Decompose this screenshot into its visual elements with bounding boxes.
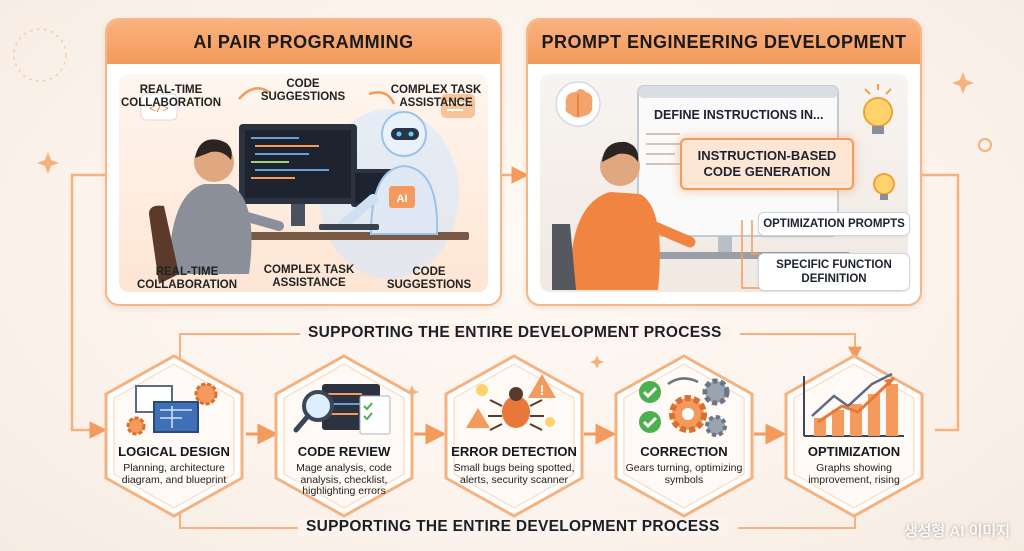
step-correction: CORRECTION Gears turning, optimizing symb…: [610, 352, 758, 520]
watermark: 생성형 AI 이미지: [903, 523, 1010, 540]
step-optimization: OPTIMIZATION Graphs showing improvement, …: [780, 352, 928, 520]
step-logical-design: LOGICAL DESIGN Planning, architecture dia…: [100, 352, 248, 520]
pair-programming-illustration: AI </>: [140, 87, 475, 284]
step-description: Small bugs being spotted, alerts, securi…: [453, 462, 575, 486]
step-title: CORRECTION: [640, 444, 728, 459]
step-title: OPTIMIZATION: [807, 444, 901, 459]
step-title: ERROR DETECTION: [451, 444, 577, 459]
svg-text:!: !: [540, 382, 545, 398]
step-error-detection: ! ERROR DETECTION Small bugs being spotted…: [440, 352, 588, 520]
step-title: CODE REVIEW: [297, 444, 391, 459]
screen-define-instructions: DEFINE INSTRUCTIONS IN...: [654, 108, 824, 122]
error-detection-icon: !: [466, 374, 556, 431]
label-realtime-collab-bottom: REAL-TIME COLLABORATION: [136, 266, 238, 291]
robot-ai-badge: AI: [397, 193, 408, 205]
label-code-suggestions-bottom: CODE SUGGESTIONS: [386, 266, 472, 291]
tag-optimization-prompts: OPTIMIZATION PROMPTS: [758, 212, 910, 236]
step-description: Planning, architecture diagram, and blue…: [121, 462, 227, 486]
hexagon-frame: [444, 354, 584, 518]
step-description: Gears turning, optimizing symbols: [625, 462, 743, 486]
label-complex-task-bottom: COMPLEX TASK ASSISTANCE: [263, 264, 355, 289]
banner-top: SUPPORTING THE ENTIRE DEVELOPMENT PROCES…: [300, 324, 730, 342]
ai-pair-programming-title: AI PAIR PROGRAMMING: [107, 20, 500, 64]
step-description: Graphs showing improvement, rising: [808, 462, 900, 486]
tag-specific-function: SPECIFIC FUNCTION DEFINITION: [758, 253, 910, 291]
banner-bottom: SUPPORTING THE ENTIRE DEVELOPMENT PROCES…: [298, 518, 728, 536]
svg-text:</>: </>: [149, 104, 169, 116]
prompt-engineering-title: PROMPT ENGINEERING DEVELOPMENT: [528, 20, 920, 64]
label-code-suggestions-top: CODE SUGGESTIONS: [260, 78, 346, 103]
step-title: LOGICAL DESIGN: [118, 444, 230, 459]
step-code-review: CODE REVIEW Mage analysis, code analysis,…: [270, 352, 418, 520]
correction-icon: [639, 377, 730, 437]
label-complex-task-top: COMPLEX TASK ASSISTANCE: [390, 84, 482, 109]
label-realtime-collab-top: REAL-TIME COLLABORATION: [120, 84, 222, 109]
optimization-icon: [803, 372, 904, 437]
tag-instruction-based-codegen: INSTRUCTION-BASED CODE GENERATION: [680, 138, 854, 190]
prompt-engineering-panel: PROMPT ENGINEERING DEVELOPMENT: [526, 18, 922, 306]
ai-pair-scene: AI </>: [119, 74, 488, 292]
code-review-icon: [293, 384, 391, 435]
logical-design-icon: [126, 382, 218, 436]
ai-pair-programming-panel: AI PAIR PROGRAMMING: [105, 18, 502, 306]
step-description: Mage analysis, code analysis, checklist,…: [296, 462, 392, 497]
